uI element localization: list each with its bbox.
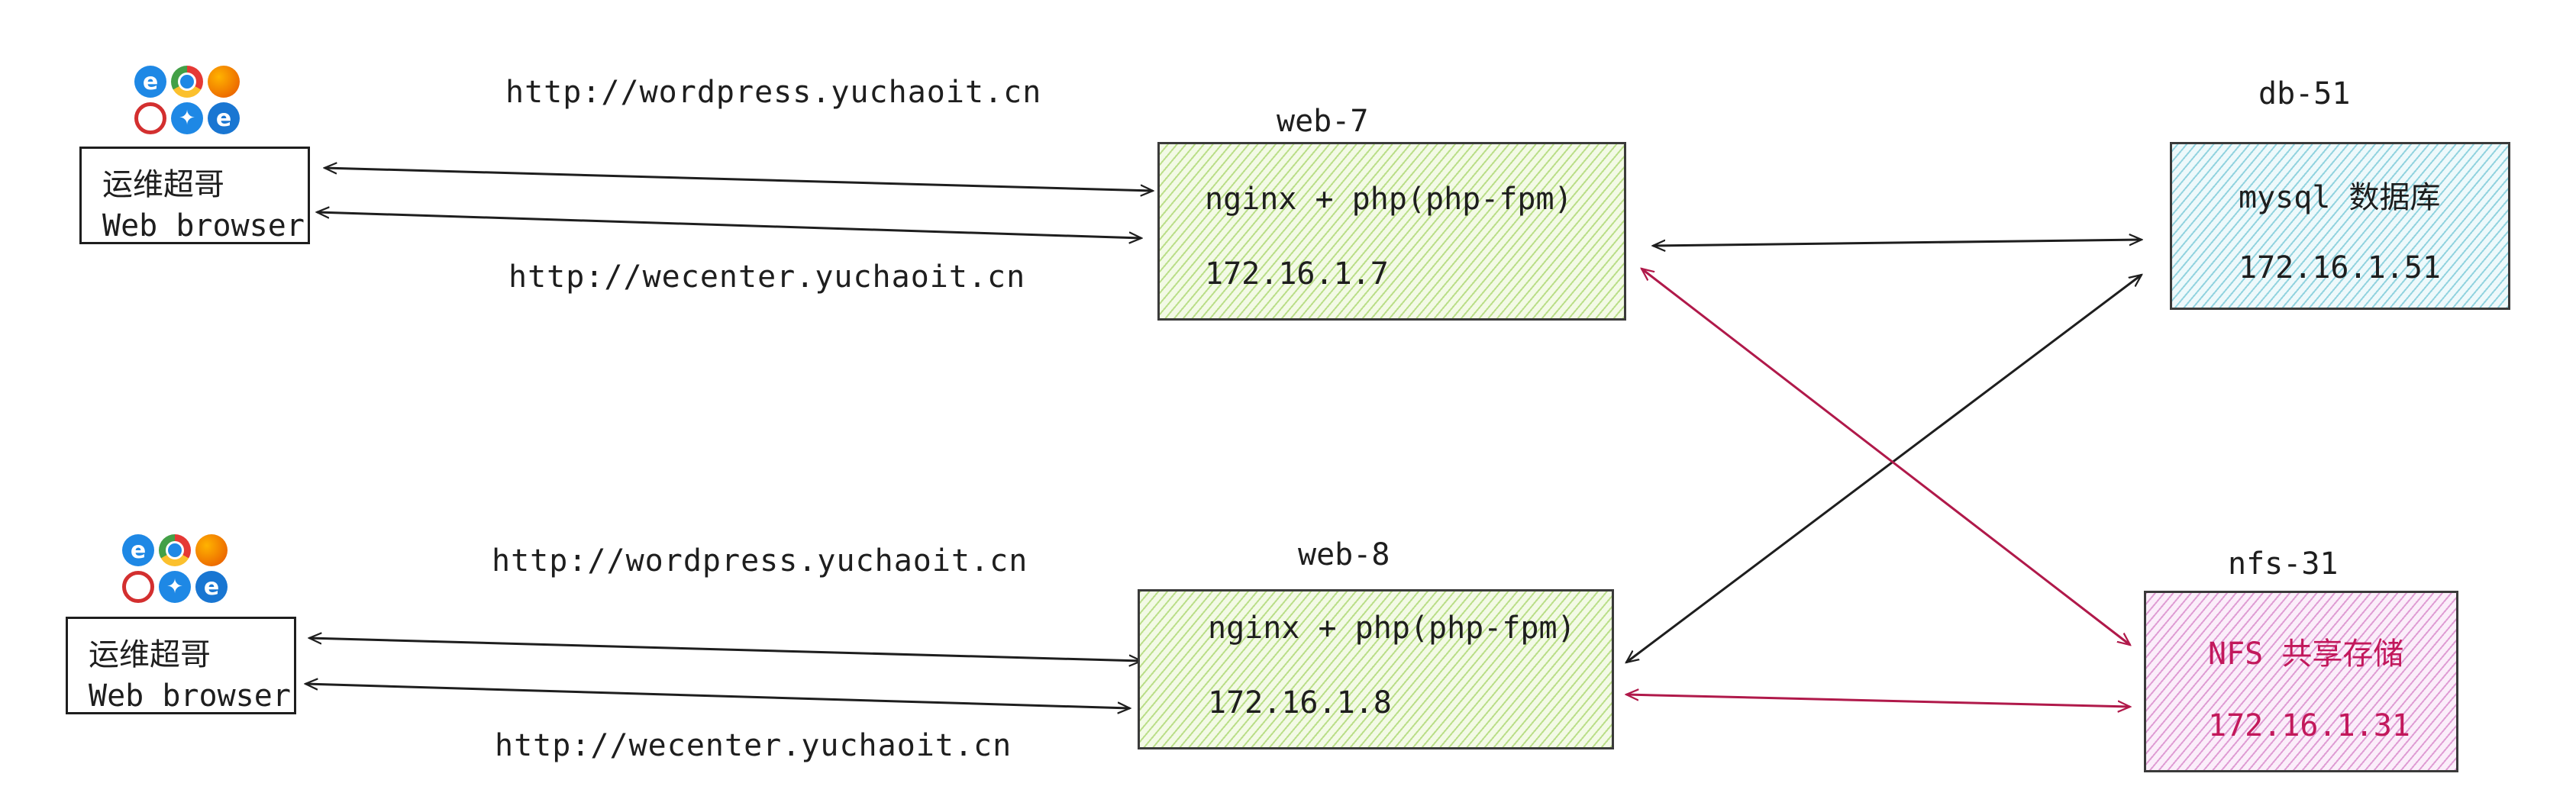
edge-icon: e bbox=[195, 571, 228, 603]
node-db51 bbox=[2170, 142, 2510, 310]
edge-icon: e bbox=[208, 102, 240, 134]
chrome-icon bbox=[159, 534, 191, 566]
client-label-line1: 运维超哥 bbox=[102, 167, 224, 202]
opera-icon bbox=[134, 102, 166, 134]
client-label-line2: Web browser bbox=[102, 208, 305, 243]
nfs31-ip-label: 172.16.1.31 bbox=[2208, 708, 2410, 743]
client-browser-box-2 bbox=[66, 617, 296, 714]
arrow-client1-web7-wordpress bbox=[324, 168, 1153, 191]
url-label-wordpress: http://wordpress.yuchaoit.cn bbox=[505, 75, 1042, 110]
db51-service-label: mysql 数据库 bbox=[2239, 180, 2441, 215]
arrow-web8-nfs31 bbox=[1626, 695, 2130, 707]
node-web8 bbox=[1138, 589, 1614, 749]
url-label-wordpress: http://wordpress.yuchaoit.cn bbox=[492, 543, 1028, 579]
node-title-nfs31: nfs-31 bbox=[2228, 546, 2339, 582]
browser-icons-group: e ✦ e bbox=[122, 534, 228, 603]
arrow-web8-db51 bbox=[1626, 275, 2142, 662]
node-nfs31 bbox=[2144, 591, 2458, 772]
url-label-wecenter: http://wecenter.yuchaoit.cn bbox=[508, 259, 1026, 295]
arrow-web7-db51 bbox=[1653, 240, 2142, 246]
firefox-icon bbox=[208, 66, 240, 98]
safari-icon: ✦ bbox=[171, 102, 203, 134]
db51-ip-label: 172.16.1.51 bbox=[2239, 250, 2441, 285]
url-label-wecenter: http://wecenter.yuchaoit.cn bbox=[495, 728, 1012, 763]
web7-service-label: nginx + php(php-fpm) bbox=[1205, 182, 1573, 217]
node-web7 bbox=[1157, 142, 1626, 321]
arrow-client1-web7-wecenter bbox=[317, 212, 1141, 238]
client-browser-box-1 bbox=[79, 147, 310, 244]
web7-ip-label: 172.16.1.7 bbox=[1205, 256, 1389, 292]
safari-icon: ✦ bbox=[159, 571, 191, 603]
web8-service-label: nginx + php(php-fpm) bbox=[1208, 611, 1576, 646]
node-title-web7: web-7 bbox=[1277, 104, 1369, 139]
client-label-line2: Web browser bbox=[89, 678, 291, 714]
chrome-icon bbox=[171, 66, 203, 98]
node-title-db51: db-51 bbox=[2258, 76, 2351, 111]
client-label-line1: 运维超哥 bbox=[89, 637, 211, 672]
arrow-client2-web8-wecenter bbox=[305, 684, 1130, 708]
nfs31-service-label: NFS 共享存储 bbox=[2208, 637, 2404, 672]
web8-ip-label: 172.16.1.8 bbox=[1208, 685, 1392, 720]
arrow-client2-web8-wordpress bbox=[309, 638, 1141, 661]
ie-icon: e bbox=[134, 66, 166, 98]
node-title-web8: web-8 bbox=[1298, 537, 1390, 572]
firefox-icon bbox=[195, 534, 228, 566]
opera-icon bbox=[122, 571, 154, 603]
arrow-web7-nfs31 bbox=[1641, 269, 2130, 645]
ie-icon: e bbox=[122, 534, 154, 566]
browser-icons-group: e ✦ e bbox=[134, 66, 240, 134]
